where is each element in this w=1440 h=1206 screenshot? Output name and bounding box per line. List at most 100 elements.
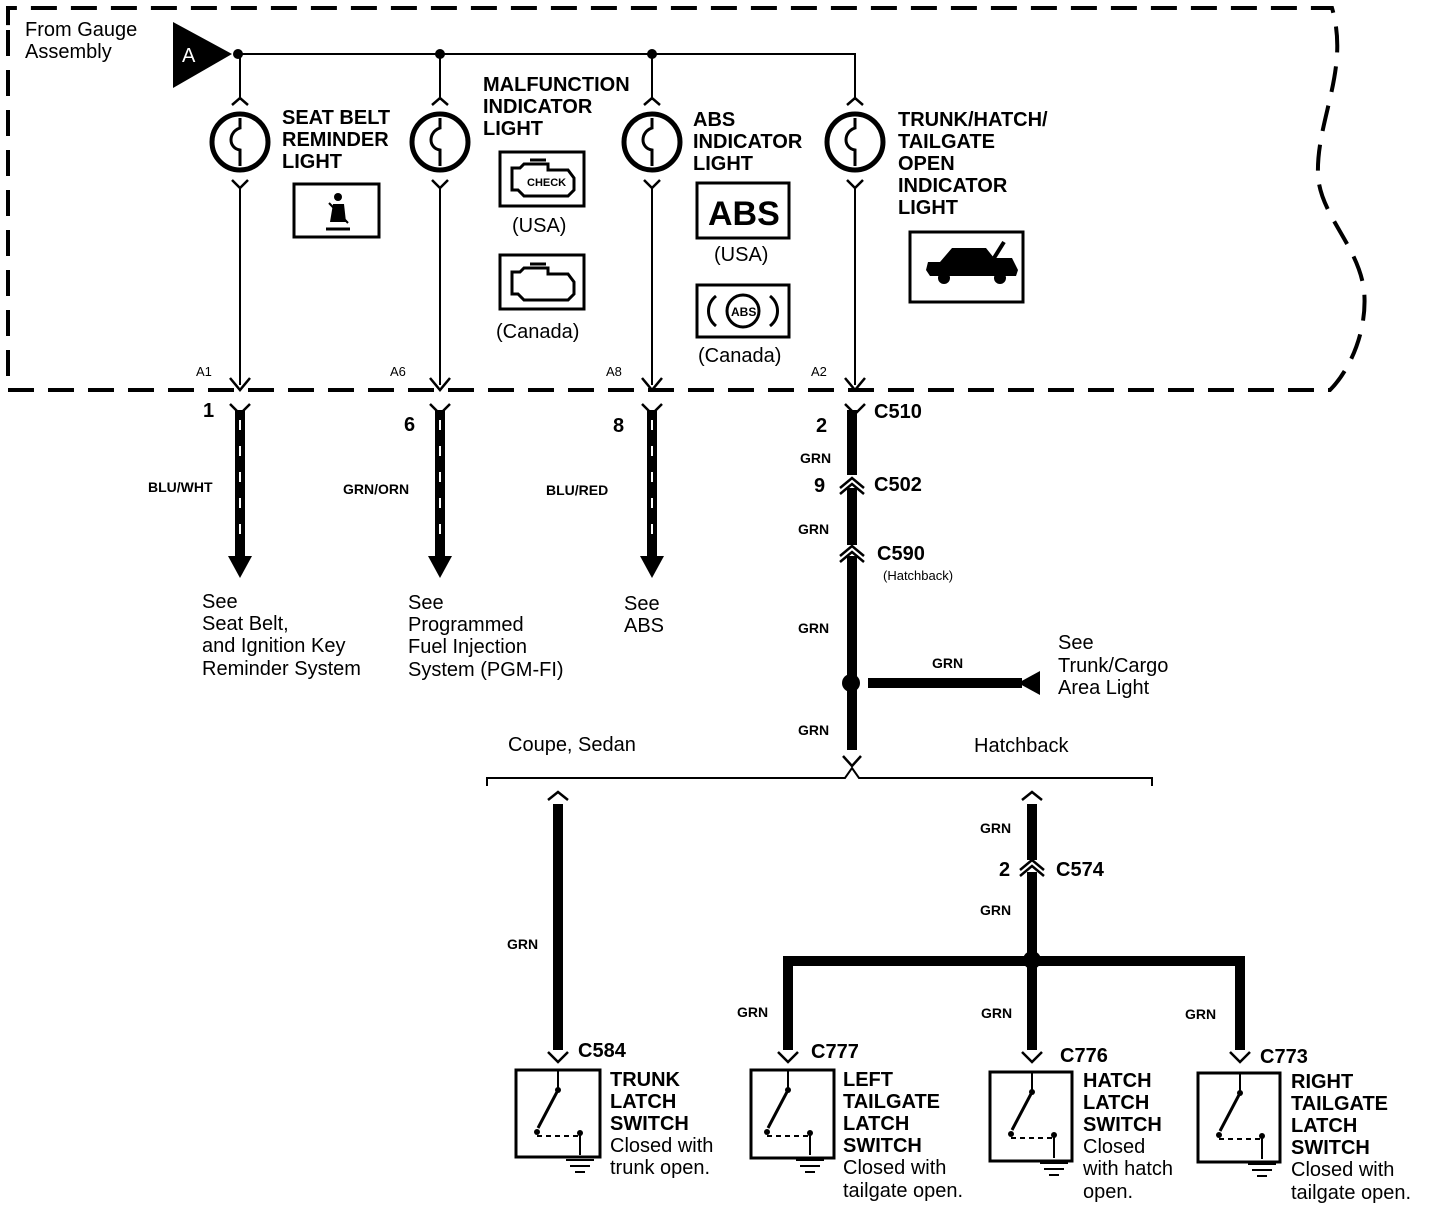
svg-text:CHECK: CHECK xyxy=(527,177,566,189)
right-tailgate-note-2: tailgate open. xyxy=(1291,1182,1411,1204)
right-tailgate-title-3: LATCH xyxy=(1291,1115,1357,1137)
wire-color-grn-orn: GRN/ORN xyxy=(343,481,409,497)
see-trunk-3: Area Light xyxy=(1058,677,1150,699)
connector-c510: C510 xyxy=(874,401,922,423)
wire-grn-label-10: GRN xyxy=(1185,1006,1216,1022)
trunk-switch-title-1: TRUNK xyxy=(610,1069,681,1091)
latch-switch-icon xyxy=(749,1068,836,1160)
latch-switch-icon xyxy=(988,1070,1074,1163)
source-label-line1: From Gauge xyxy=(25,19,137,41)
see-trunk-2: Trunk/Cargo xyxy=(1058,655,1168,677)
left-tailgate-title-4: SWITCH xyxy=(843,1135,922,1157)
wire-grn-label-branch: GRN xyxy=(932,655,963,671)
terminal-1: 1 xyxy=(203,400,214,422)
hatch-switch-note-2: with hatch xyxy=(1082,1158,1173,1180)
connector-c777: C777 xyxy=(811,1041,859,1063)
pin-a8: A8 xyxy=(606,364,622,379)
split-right-label: Hatchback xyxy=(974,735,1069,757)
abs-icon: ABS xyxy=(695,181,791,240)
splice-dot xyxy=(842,674,860,692)
trunk-switch-title-3: SWITCH xyxy=(610,1113,689,1135)
bulb-icon xyxy=(621,96,683,190)
trunk-switch-title-2: LATCH xyxy=(610,1091,676,1113)
mil-variant-usa: (USA) xyxy=(512,215,566,237)
abs-title-2: INDICATOR xyxy=(693,131,803,153)
abs-variant-usa: (USA) xyxy=(714,244,768,266)
mil-title-1: MALFUNCTION xyxy=(483,74,630,96)
abs-title-1: ABS xyxy=(693,109,735,131)
hatch-switch-title-1: HATCH xyxy=(1083,1070,1152,1092)
mil-variant-canada: (Canada) xyxy=(496,321,579,343)
splice-dot xyxy=(647,49,657,59)
latch-switch-icon xyxy=(1196,1071,1282,1164)
left-tailgate-title-1: LEFT xyxy=(843,1069,893,1091)
car-trunk-open-icon xyxy=(908,230,1025,304)
hatch-switch-note-1: Closed xyxy=(1083,1136,1145,1158)
connector-c502: C502 xyxy=(874,474,922,496)
hatch-switch-title-2: LATCH xyxy=(1083,1092,1149,1114)
abs-icon: ABS xyxy=(695,283,791,339)
seat-belt-title-3: LIGHT xyxy=(282,151,342,173)
see-seat-belt-2: Seat Belt, xyxy=(202,613,289,635)
trunk-light-title-3: OPEN xyxy=(898,153,955,175)
hatch-switch-title-3: SWITCH xyxy=(1083,1114,1162,1136)
trunk-switch-note-1: Closed with xyxy=(610,1135,713,1157)
wire-grn-label-3: GRN xyxy=(798,620,829,636)
split-left-label: Coupe, Sedan xyxy=(508,734,636,756)
seat-belt-icon xyxy=(292,182,381,239)
see-pgmfi-2: Programmed xyxy=(408,614,524,636)
connector-c773: C773 xyxy=(1260,1046,1308,1068)
see-abs-1: See xyxy=(624,593,660,615)
see-abs-2: ABS xyxy=(624,615,664,637)
mil-title-3: LIGHT xyxy=(483,118,543,140)
engine-icon xyxy=(498,253,586,311)
wire-color-blu-red: BLU/RED xyxy=(546,482,608,498)
splice-dot xyxy=(435,49,445,59)
wire-grn-label-8: GRN xyxy=(737,1004,768,1020)
left-tailgate-note-1: Closed with xyxy=(843,1157,946,1179)
ground-icon xyxy=(566,1159,594,1173)
c502-pin: 9 xyxy=(814,475,825,497)
right-tailgate-note-1: Closed with xyxy=(1291,1159,1394,1181)
wire-grn-label-7: GRN xyxy=(980,902,1011,918)
connector-c584: C584 xyxy=(578,1040,627,1062)
see-trunk-1: See xyxy=(1058,632,1094,654)
svg-text:ABS: ABS xyxy=(708,195,780,233)
seat-belt-title-1: SEAT BELT xyxy=(282,107,390,129)
see-seat-belt-3: and Ignition Key xyxy=(202,635,345,657)
mil-title-2: INDICATOR xyxy=(483,96,593,118)
right-tailgate-title-4: SWITCH xyxy=(1291,1137,1370,1159)
see-pgmfi-3: Fuel Injection xyxy=(408,636,527,658)
svg-text:ABS: ABS xyxy=(731,305,756,319)
gauge-assembly-boundary xyxy=(6,6,1367,392)
terminal-6: 6 xyxy=(404,414,415,436)
abs-title-3: LIGHT xyxy=(693,153,753,175)
terminal-8: 8 xyxy=(613,415,624,437)
trunk-switch-note-2: trunk open. xyxy=(610,1157,710,1179)
left-tailgate-title-2: TAILGATE xyxy=(843,1091,940,1113)
trunk-light-title-5: LIGHT xyxy=(898,197,958,219)
bulb-icon xyxy=(409,96,471,190)
right-tailgate-title-1: RIGHT xyxy=(1291,1071,1353,1093)
bulb-icon xyxy=(824,96,886,190)
see-pgmfi-1: See xyxy=(408,592,444,614)
connector-a-icon: A xyxy=(173,22,243,88)
source-label-line2: Assembly xyxy=(25,41,112,63)
wire-grn-hatch-bus xyxy=(783,956,1245,1050)
left-tailgate-note-2: tailgate open. xyxy=(843,1180,963,1202)
wire-grn-label-1: GRN xyxy=(800,450,831,466)
see-pgmfi-4: System (PGM-FI) xyxy=(408,659,564,681)
terminal-2: 2 xyxy=(816,415,827,437)
ground-icon xyxy=(1248,1163,1276,1177)
connector-c590: C590 xyxy=(877,543,925,565)
pin-a6: A6 xyxy=(390,364,406,379)
hatch-switch-note-3: open. xyxy=(1083,1181,1133,1203)
seat-belt-title-2: REMINDER xyxy=(282,129,389,151)
abs-variant-canada: (Canada) xyxy=(698,345,781,367)
pin-a2: A2 xyxy=(811,364,827,379)
check-engine-icon: CHECK xyxy=(498,150,586,208)
connector-c776: C776 xyxy=(1060,1045,1108,1067)
c590-note: (Hatchback) xyxy=(883,568,953,583)
ground-icon xyxy=(1040,1162,1068,1176)
right-tailgate-title-2: TAILGATE xyxy=(1291,1093,1388,1115)
